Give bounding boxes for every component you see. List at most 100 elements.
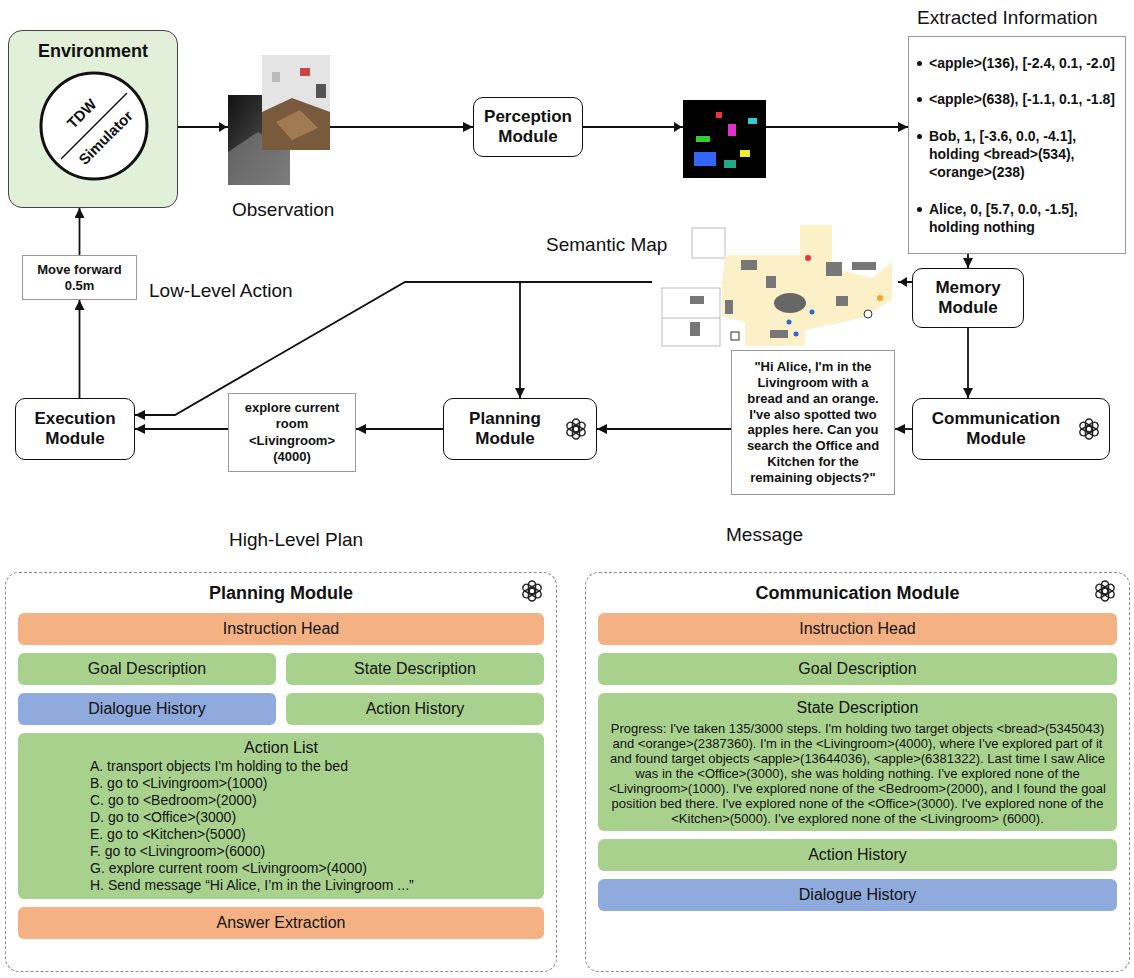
node-label: Communication Module: [921, 409, 1071, 448]
semantic-map: [770, 330, 788, 338]
action-item: C. go to <Bedroom>(2000): [90, 792, 257, 809]
prompt-band: State Description: [286, 653, 544, 685]
action-item: D. go to <Office>(3000): [90, 809, 236, 826]
semantic-map: [725, 300, 733, 314]
panel-title: Planning Module: [18, 581, 544, 605]
semantic-map: [826, 262, 842, 276]
image-caption: Observation: [232, 199, 334, 222]
caption-label: Message: [726, 524, 803, 547]
prompt-band: Answer Extraction: [18, 907, 544, 939]
flow-arrow: [895, 428, 912, 430]
module-box: Execution Module: [15, 398, 135, 460]
semantic-map: [766, 276, 776, 288]
semantic-map: [805, 255, 811, 261]
node-label: Dialogue History: [88, 699, 205, 719]
prompt-band: Goal Description: [598, 653, 1117, 685]
semantic-map: [836, 296, 848, 306]
semantic-map: [774, 293, 806, 313]
segmentation-image: [748, 118, 757, 124]
semantic-map: [731, 332, 739, 340]
simulator-circle: TDWSimulator: [39, 71, 149, 181]
action-item: A. transport objects I'm holding to the …: [90, 758, 348, 775]
prompt-band: Dialogue History: [18, 693, 276, 725]
flow-arrow: [356, 428, 443, 430]
module-panel: Communication ModuleInstruction HeadGoal…: [585, 572, 1130, 972]
list-item: Bob, 1, [-3.6, 0.0, -4.1], holding <brea…: [929, 127, 1119, 182]
prompt-band: State DescriptionProgress: I've taken 13…: [598, 693, 1117, 831]
segmentation-image: [674, 100, 766, 178]
semantic-map: [662, 318, 720, 319]
module-box: Perception Module: [473, 97, 583, 157]
observation-images: [316, 84, 326, 98]
flow-arrow: [135, 428, 228, 430]
message-box: "Hi Alice, I'm in the Livingroom with a …: [731, 350, 895, 495]
semantic-map: [690, 322, 700, 336]
node-label: Instruction Head: [799, 619, 916, 639]
module-box: Planning Module: [443, 398, 597, 460]
semantic-map: [810, 310, 815, 315]
flow-arrow: [597, 428, 731, 430]
node-label: Goal Description: [88, 659, 206, 679]
segmentation-image: [696, 136, 710, 142]
module-box: Communication Module: [912, 398, 1110, 460]
segmentation-image: [728, 124, 736, 136]
plan-box: explore current room <Livingroom> (4000)…: [228, 393, 356, 472]
openai-logo: [1079, 421, 1094, 434]
observation-images: [219, 122, 227, 132]
observation-images: [276, 110, 318, 140]
prompt-band: Instruction Head: [18, 613, 544, 645]
list-item: <apple>(638), [-1.1, 0.1, -1.8]: [929, 90, 1119, 108]
openai-logo: [522, 583, 537, 596]
semantic-map: [652, 220, 898, 348]
segmentation-image: [740, 150, 750, 157]
node-label: State Description: [354, 659, 476, 679]
environment-box: EnvironmentTDWSimulator: [8, 30, 178, 208]
node-label: Planning Module: [452, 409, 558, 448]
caption-label: Extracted Information: [917, 7, 1098, 30]
node-label: Action List: [244, 738, 318, 758]
node-label: Environment: [9, 41, 177, 62]
action-item: G. explore current room <Livingroom>(400…: [90, 860, 367, 877]
semantic-map: [662, 288, 720, 346]
semantic-map: [787, 320, 792, 325]
observation-images: [262, 55, 330, 150]
segmentation-image: [716, 112, 722, 118]
semantic-map: [852, 262, 876, 270]
node-label: Memory Module: [921, 278, 1015, 317]
node-label: Dialogue History: [799, 885, 916, 905]
semantic-map: [794, 332, 799, 337]
flow-arrow: [79, 208, 81, 255]
semantic-map: [652, 220, 907, 348]
semantic-map: [864, 310, 872, 318]
openai-logo: [1077, 417, 1101, 441]
info-box: Extracted Information<apple>(136), [-2.4…: [908, 36, 1126, 254]
openai-logo: [520, 579, 544, 603]
openai-logo: [566, 419, 587, 439]
list-item: <apple>(136), [-2.4, 0.1, -2.0]: [929, 54, 1119, 72]
module-panel: Planning ModuleInstruction HeadGoal Desc…: [5, 572, 557, 972]
segmentation-image: [674, 122, 682, 132]
segmentation-image: [694, 152, 716, 166]
action-box: Move forward 0.5mLow-Level Action: [22, 255, 137, 300]
simulator-circle: [41, 73, 147, 179]
openai-logo: [1093, 579, 1117, 603]
segmentation-image: [683, 100, 766, 178]
node-label: Answer Extraction: [217, 913, 346, 933]
node-label: Goal Description: [798, 659, 916, 679]
semantic-map: [722, 225, 892, 346]
observation-images: [300, 68, 310, 76]
openai-logo: [1095, 583, 1110, 596]
openai-logo: [1095, 581, 1116, 601]
observation-images: [219, 55, 330, 185]
map-caption: Semantic Map: [546, 234, 667, 257]
flow-arrow: [967, 254, 969, 268]
observation-images: [272, 72, 280, 82]
openai-logo: [566, 421, 581, 434]
semantic-map: [877, 295, 883, 301]
semantic-map: [692, 228, 725, 258]
node-label: State Description: [797, 698, 919, 718]
semantic-map: [690, 296, 704, 304]
prompt-band: Action ListA. transport objects I'm hold…: [18, 733, 544, 899]
node-label: "Hi Alice, I'm in the Livingroom with a …: [740, 359, 886, 486]
list-item: Alice, 0, [5.7, 0.0, -1.5], holding noth…: [929, 200, 1119, 236]
